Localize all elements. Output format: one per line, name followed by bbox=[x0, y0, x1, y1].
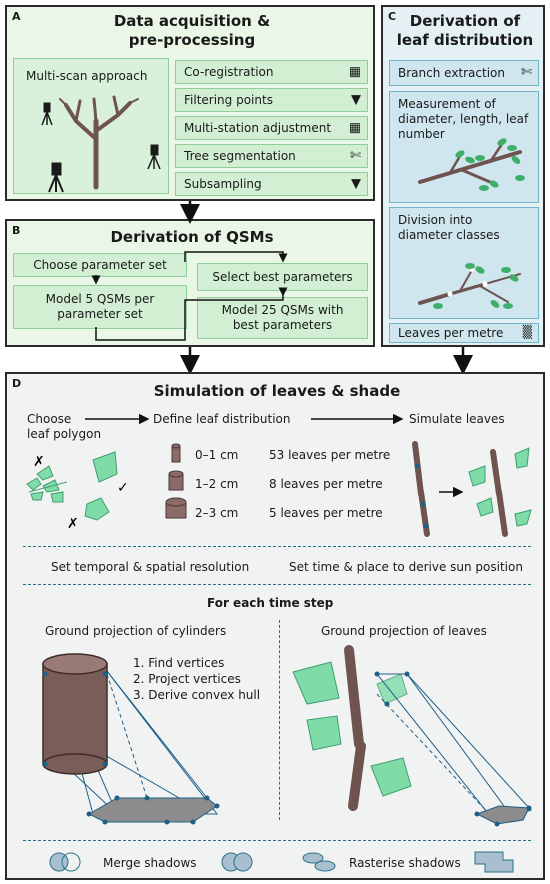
step-co-registration: Co-registration ▦ bbox=[175, 60, 368, 84]
cylinder-projection bbox=[42, 653, 220, 825]
leaves-per-metre-box: Leaves per metre ▒ bbox=[389, 323, 539, 343]
leaves-per-metre-label: Leaves per metre bbox=[398, 326, 504, 340]
measurement-box: Measurement of diameter, length, leaf nu… bbox=[389, 91, 539, 203]
panel-a: A Data acquisition & pre-processing Mult… bbox=[5, 5, 375, 201]
step-label: Filtering points bbox=[184, 93, 273, 107]
choose-leaf-polygon: Choose leaf polygon bbox=[27, 412, 101, 442]
rasterise-shadows-icons bbox=[302, 851, 514, 873]
class-leaves-1: 53 leaves per metre bbox=[269, 448, 391, 462]
panel-letter-a: A bbox=[12, 10, 21, 23]
step-filtering-points: Filtering points ▼ bbox=[175, 88, 368, 112]
multi-scan-label: Multi-scan approach bbox=[26, 69, 148, 83]
panel-d-title: Simulation of leaves & shade bbox=[153, 382, 401, 400]
step-label: Co-registration bbox=[184, 65, 274, 79]
panel-a-title-line1: Data acquisition & bbox=[113, 12, 271, 30]
panel-c-title: Derivation of leaf distribution bbox=[393, 12, 537, 50]
puzzle-icon: ▦ bbox=[348, 120, 361, 136]
choose-parameter-box: Choose parameter set bbox=[13, 253, 187, 277]
division-box: Division into diameter classes bbox=[389, 207, 539, 319]
set-time-place: Set time & place to derive sun position bbox=[289, 560, 523, 574]
step-project-vertices: 2. Project vertices bbox=[133, 672, 241, 686]
step-convex-hull: 3. Derive convex hull bbox=[133, 688, 261, 702]
histogram-icon: ▒ bbox=[522, 325, 532, 339]
ground-projection-cylinders: Ground projection of cylinders bbox=[45, 624, 227, 638]
measurement-line1: Measurement of bbox=[398, 97, 496, 111]
step-tree-segmentation: Tree segmentation ✄ bbox=[175, 144, 368, 168]
simulate-leaves: Simulate leaves bbox=[409, 412, 505, 426]
step-multi-station-adjustment: Multi-station adjustment ▦ bbox=[175, 116, 368, 140]
simulate-branch-leafy bbox=[490, 449, 508, 537]
select-best-box: Select best parameters bbox=[197, 263, 368, 291]
divider-vertical bbox=[279, 620, 280, 820]
puzzle-icon: ▦ bbox=[348, 64, 361, 80]
divider-bottom bbox=[23, 840, 531, 841]
cross-icon: ✗ bbox=[33, 454, 45, 470]
filter-icon: ▼ bbox=[351, 92, 361, 108]
divider-middle bbox=[23, 584, 531, 585]
classified-branch-illustration bbox=[418, 263, 521, 309]
panel-a-title-line2: pre-processing bbox=[128, 31, 256, 49]
branch-extraction-box: Branch extraction ✄ bbox=[389, 60, 539, 86]
leaf-projection bbox=[292, 645, 532, 827]
panel-c-title-line1: Derivation of bbox=[409, 12, 521, 30]
model-25-line2: best parameters bbox=[232, 318, 333, 332]
simulate-branch-bare bbox=[412, 441, 430, 537]
scissors-icon: ✄ bbox=[350, 148, 361, 164]
step-label: Tree segmentation bbox=[184, 149, 296, 163]
panel-letter-d: D bbox=[12, 377, 22, 390]
tree-scanners-illustration bbox=[41, 95, 161, 193]
choose-line2: leaf polygon bbox=[27, 427, 102, 441]
for-each-time-step: For each time step bbox=[207, 596, 334, 610]
model-5-line1: Model 5 QSMs per bbox=[45, 292, 155, 306]
choose-line1: Choose bbox=[27, 412, 72, 426]
diameter-class-icons bbox=[165, 443, 187, 519]
class-range-3: 2–3 cm bbox=[195, 506, 239, 520]
step-find-vertices: 1. Find vertices bbox=[133, 656, 225, 670]
panel-d: D Simulation of leaves & shade Choose le… bbox=[5, 372, 545, 880]
step-label: Subsampling bbox=[184, 177, 262, 191]
step-label: Multi-station adjustment bbox=[184, 121, 332, 135]
divider-top bbox=[23, 546, 531, 547]
model-25-line1: Model 25 QSMs with bbox=[221, 303, 344, 317]
division-line1: Division into bbox=[398, 213, 473, 227]
panel-a-title: Data acquisition & pre-processing bbox=[67, 12, 317, 50]
panel-c: C Derivation of leaf distribution Branch… bbox=[381, 5, 545, 347]
measurement-line2: diameter, length, leaf bbox=[398, 112, 529, 126]
class-range-1: 0–1 cm bbox=[195, 448, 239, 462]
branch-with-leaves-illustration bbox=[418, 138, 525, 191]
scanner-icon bbox=[41, 102, 53, 126]
model-5-line2: parameter set bbox=[57, 307, 143, 321]
panel-letter-c: C bbox=[388, 10, 397, 23]
panel-c-title-line2: leaf distribution bbox=[396, 31, 534, 49]
branch-extraction-label: Branch extraction bbox=[398, 66, 505, 80]
ground-projection-leaves: Ground projection of leaves bbox=[321, 624, 487, 638]
panel-letter-b: B bbox=[12, 224, 21, 237]
panel-b-title: Derivation of QSMs bbox=[110, 228, 274, 246]
filter-icon: ▼ bbox=[351, 176, 361, 192]
leaf-polygon-selected bbox=[92, 451, 118, 483]
check-icon: ✓ bbox=[117, 480, 129, 496]
panel-b: B Derivation of QSMs Choose parameter se… bbox=[5, 219, 375, 347]
class-leaves-3: 5 leaves per metre bbox=[269, 506, 383, 520]
cross-icon: ✗ bbox=[67, 516, 79, 532]
panel-d-illustrations: ✗ ✓ ✗ bbox=[26, 413, 532, 873]
rasterise-shadows: Rasterise shadows bbox=[349, 856, 461, 870]
class-range-2: 1–2 cm bbox=[195, 477, 239, 491]
merge-shadows-icons bbox=[49, 852, 253, 872]
merge-shadows: Merge shadows bbox=[103, 856, 197, 870]
scissors-icon: ✄ bbox=[521, 65, 532, 80]
define-leaf-distribution: Define leaf distribution bbox=[153, 412, 291, 426]
model-25-qsms-box: Model 25 QSMs with best parameters bbox=[197, 297, 368, 339]
leaf-polygon-options: ✗ ✓ ✗ bbox=[26, 451, 129, 532]
measurement-line3: number bbox=[398, 127, 445, 141]
multi-scan-box: Multi-scan approach bbox=[13, 58, 169, 194]
class-leaves-2: 8 leaves per metre bbox=[269, 477, 383, 491]
step-subsampling: Subsampling ▼ bbox=[175, 172, 368, 196]
model-5-qsms-box: Model 5 QSMs per parameter set bbox=[13, 285, 187, 329]
set-resolution: Set temporal & spatial resolution bbox=[51, 560, 250, 574]
division-line2: diameter classes bbox=[398, 228, 500, 242]
